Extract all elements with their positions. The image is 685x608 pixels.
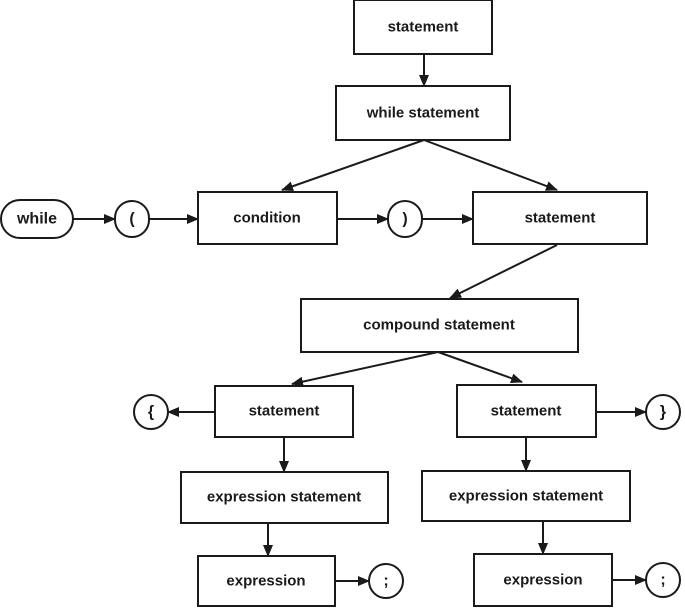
node-close-brace: } <box>645 394 681 430</box>
node-label: ) <box>402 211 407 228</box>
node-close-paren: ) <box>387 200 423 238</box>
connectors <box>73 54 647 586</box>
node-open-brace: { <box>133 394 169 430</box>
node-label: } <box>660 404 666 421</box>
arrow-while-statement-to-condition <box>281 139 425 192</box>
node-label: { <box>148 404 154 421</box>
node-expression-statement-left: expression statement <box>180 471 389 524</box>
node-label: statement <box>388 19 459 36</box>
node-while-keyword: while <box>0 199 74 239</box>
node-open-paren: ( <box>114 200 150 238</box>
node-label: ; <box>383 573 388 590</box>
node-statement-body: statement <box>472 191 648 245</box>
node-label: expression statement <box>449 488 603 505</box>
node-statement-right: statement <box>456 384 597 438</box>
node-semicolon-right: ; <box>645 562 681 598</box>
arrow-compound-to-statement-left <box>291 351 439 387</box>
node-condition: condition <box>197 191 338 245</box>
node-expression-statement-right: expression statement <box>421 470 631 522</box>
node-label: compound statement <box>363 317 515 334</box>
node-label: statement <box>525 210 596 227</box>
node-label: statement <box>491 403 562 420</box>
node-label: while statement <box>366 105 480 122</box>
node-statement-left: statement <box>214 385 354 438</box>
node-label: condition <box>233 210 301 227</box>
node-label: while <box>16 211 57 228</box>
node-semicolon-left: ; <box>368 563 404 599</box>
node-while-statement: while statement <box>335 85 511 141</box>
node-label: expression <box>226 573 305 590</box>
arrow-while-statement-to-statement <box>423 139 558 191</box>
node-compound-statement: compound statement <box>300 298 579 353</box>
node-statement-top: statement <box>353 0 493 55</box>
arrow-statement-to-compound <box>449 244 558 299</box>
node-label: expression statement <box>207 489 361 506</box>
node-expression-right: expression <box>473 553 613 607</box>
arrow-compound-to-statement-right <box>437 351 523 384</box>
node-expression-left: expression <box>197 555 336 607</box>
node-label: ; <box>660 572 665 589</box>
node-label: ( <box>129 211 135 228</box>
node-label: expression <box>503 572 582 589</box>
node-label: statement <box>249 403 320 420</box>
